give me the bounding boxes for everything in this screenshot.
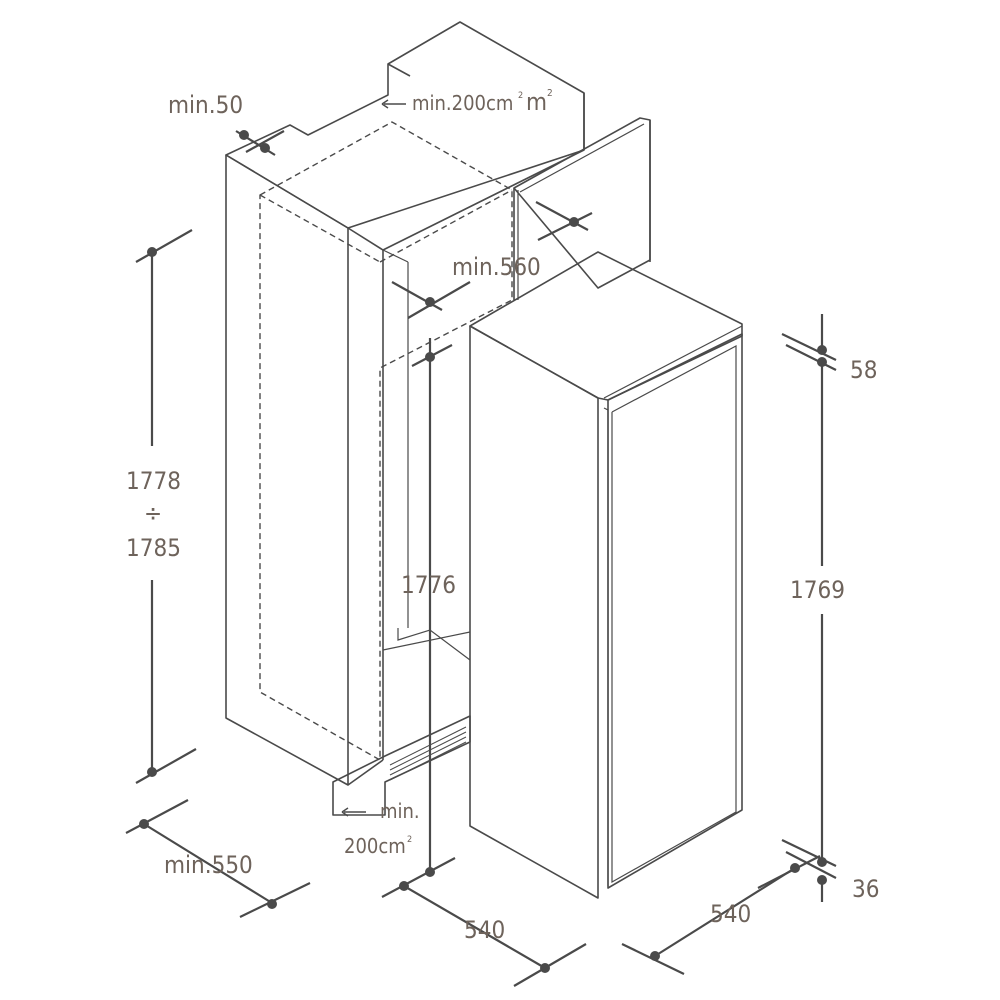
dim-540-left-line — [403, 885, 546, 969]
cabinet — [225, 21, 585, 816]
dim-min560-tick-right — [537, 212, 593, 241]
fridge-side-face — [607, 333, 743, 889]
dimension-labels: min.50 min.200cm 2 m 2 min.560 1778 ÷ 17… — [126, 88, 879, 944]
dim-540-right-tick-right — [757, 855, 821, 889]
fridge-front-face — [469, 325, 599, 899]
label-vent-top-sup: 2 — [518, 91, 523, 101]
dim-58-tick-top — [781, 333, 837, 361]
dim-1778-tick-top — [135, 229, 193, 263]
dim-min560-tick-left — [407, 281, 471, 319]
label-min50: min.50 — [168, 91, 243, 119]
label-divide: ÷ — [144, 499, 162, 527]
niche-inner-top — [382, 249, 409, 263]
cabinet-front-top-edge — [347, 227, 384, 251]
dim-540-left-tick-right — [513, 943, 587, 987]
fridge-door-inset — [611, 345, 737, 884]
label-1778: 1778 — [126, 467, 181, 495]
cabinet-plinth — [332, 715, 471, 816]
label-min550: min.550 — [164, 851, 253, 879]
dim-540-left-tick-left — [381, 857, 456, 898]
hidden-appliance-outline — [259, 121, 513, 762]
cabinet-left-face — [225, 154, 349, 786]
dim-min560-line-right — [535, 201, 589, 231]
fridge-appliance — [469, 251, 743, 899]
dim-min50-tick — [245, 130, 285, 153]
label-540-left: 540 — [464, 916, 505, 944]
plinth-vent-grille — [389, 726, 467, 781]
label-vent-bottom-sup: 2 — [407, 835, 412, 845]
label-vent-top: min.200cm — [412, 91, 513, 115]
label-vent-top-unit: m — [526, 88, 547, 116]
label-58: 58 — [850, 356, 877, 384]
dim-540-right-line — [654, 867, 796, 957]
dimension-lines — [125, 99, 837, 987]
dim-36-tick-bottom — [785, 851, 837, 879]
label-vent-top-unit-sup: 2 — [547, 88, 553, 99]
dim-min550-line — [143, 823, 273, 904]
niche-floor-back — [382, 631, 471, 651]
fridge-top-trim — [603, 325, 743, 399]
label-vent-bottom-line1: min. — [380, 799, 420, 823]
label-1776: 1776 — [401, 571, 456, 599]
door-panel-inner-edge — [519, 123, 645, 193]
dim-min560-line — [391, 281, 443, 311]
label-1769: 1769 — [790, 576, 845, 604]
dim-36-tick-top — [781, 839, 837, 867]
cabinet-upper-rail — [382, 149, 585, 251]
label-vent-bottom-line2: 200cm — [344, 834, 406, 858]
dim-58-tick-bottom — [785, 344, 837, 371]
dim-min550-tick-left — [125, 799, 189, 834]
label-36: 36 — [852, 875, 879, 903]
cabinet-top-face — [225, 21, 585, 229]
label-540-right: 540 — [710, 900, 751, 928]
furniture-door-panel — [513, 117, 651, 300]
niche-floor — [397, 628, 471, 661]
fridge-door-hinge-edge — [603, 407, 609, 886]
dim-1778-tick-bottom — [135, 748, 197, 784]
label-min560: min.560 — [452, 253, 541, 281]
cabinet-notch-edge — [387, 63, 411, 77]
label-1785: 1785 — [126, 534, 181, 562]
cabinet-bottom-edge — [347, 759, 384, 786]
